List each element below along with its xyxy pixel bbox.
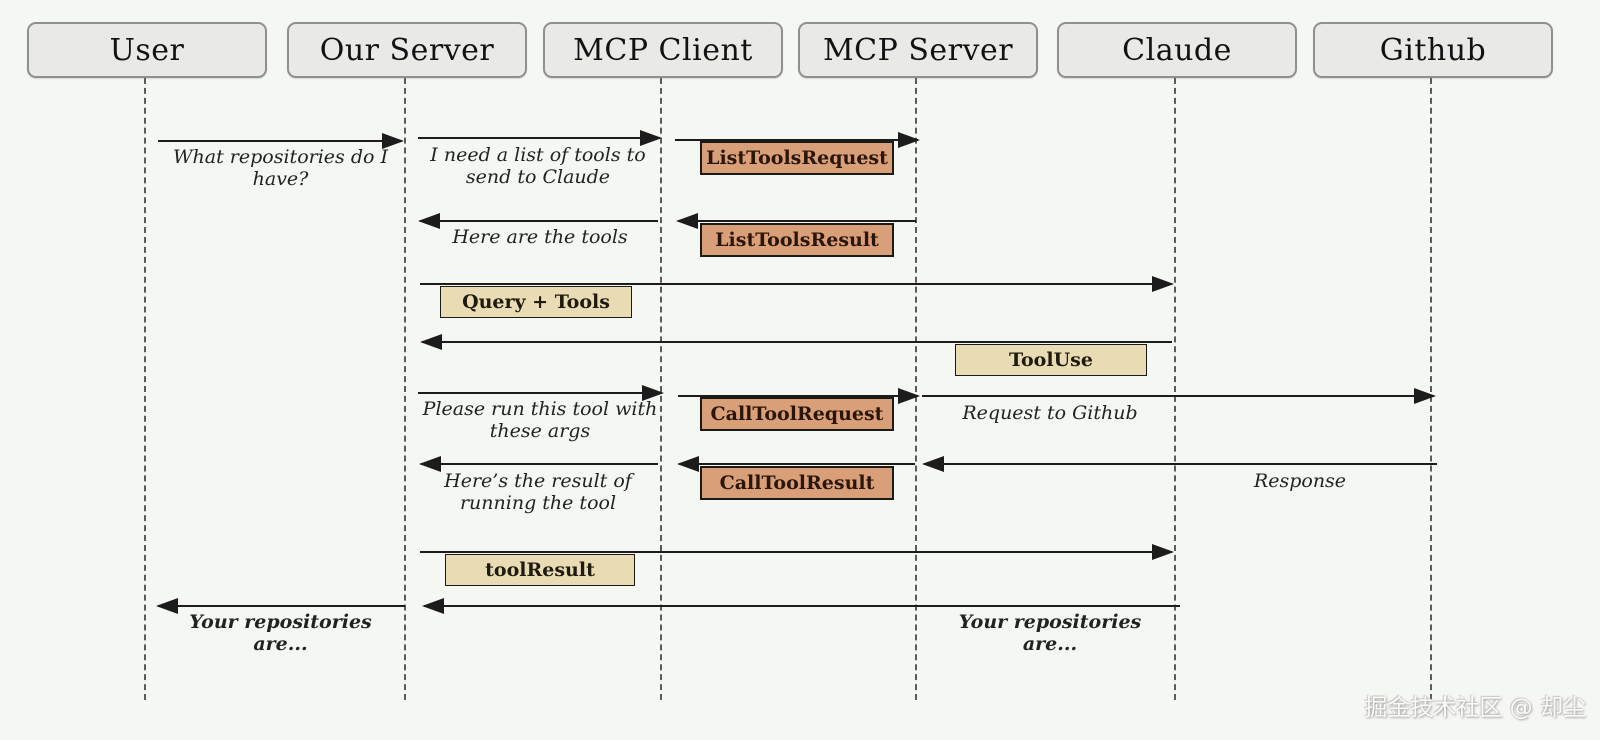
arrow-claude-to-ourserver [420, 334, 1172, 350]
arrowhead-icon [642, 385, 664, 401]
arrowhead-icon [1414, 388, 1436, 404]
message-box-tooluse: ToolUse [955, 344, 1147, 376]
message-request-to-github: Request to Github [962, 402, 1138, 424]
message-heres-the-result: Here’s the result of running the tool [444, 470, 632, 514]
actor-mcp-server: MCP Server [798, 22, 1038, 78]
message-box-query-tools: Query + Tools [440, 286, 632, 318]
actor-mcp-client: MCP Client [543, 22, 783, 78]
actor-user: User [27, 22, 267, 78]
arrowhead-icon [1152, 276, 1174, 292]
watermark: 掘金技术社区 @ 却尘 [1364, 695, 1586, 721]
arrowhead-icon [640, 130, 662, 146]
message-what-repositories: What repositories do I have? [173, 146, 388, 190]
arrow-user-to-ourserver [158, 133, 404, 149]
actor-github: Github [1313, 22, 1553, 78]
arrow-mcpserver-to-mcpclient-result [677, 456, 915, 472]
arrow-mcpclient-to-mcpserver-call [678, 388, 920, 404]
lifeline-claude [1174, 78, 1176, 700]
message-box-toolresult: toolResult [445, 554, 635, 586]
arrow-claude-to-ourserver-final [422, 598, 1180, 614]
lifeline-user [144, 78, 146, 700]
lifeline-our-server [404, 78, 406, 700]
arrow-ourserver-to-user-final [156, 598, 405, 614]
message-your-repositories-left: Your repositories are... [189, 611, 372, 655]
arrow-github-to-mcpserver [922, 456, 1437, 472]
message-here-are-the-tools: Here are the tools [452, 226, 628, 248]
arrowhead-icon [419, 456, 441, 472]
message-box-calltoolrequest: CallToolRequest [700, 397, 894, 431]
arrowhead-icon [420, 334, 442, 350]
arrow-mcpserver-to-github [922, 388, 1436, 404]
message-please-run-tool: Please run this tool with these args [422, 398, 658, 442]
arrow-mcpclient-to-ourserver-result [419, 456, 658, 472]
message-your-repositories-right: Your repositories are... [958, 611, 1142, 655]
arrow-ourserver-to-mcpclient-run [418, 385, 664, 401]
message-box-listtoolsrequest: ListToolsRequest [700, 141, 894, 175]
arrowhead-icon [1152, 544, 1174, 560]
arrow-ourserver-to-claude [420, 276, 1174, 292]
arrowhead-icon [676, 213, 698, 229]
arrowhead-icon [382, 133, 404, 149]
arrowhead-icon [898, 388, 920, 404]
actor-our-server: Our Server [287, 22, 527, 78]
message-box-listtoolsresult: ListToolsResult [700, 223, 894, 257]
message-box-calltoolresult: CallToolResult [700, 466, 894, 500]
arrow-mcpclient-to-ourserver [418, 213, 658, 229]
arrowhead-icon [418, 213, 440, 229]
message-response: Response [1253, 470, 1347, 492]
arrowhead-icon [422, 598, 444, 614]
arrowhead-icon [922, 456, 944, 472]
arrow-ourserver-to-mcpclient [418, 130, 662, 146]
arrowhead-icon [156, 598, 178, 614]
arrow-mcpserver-to-mcpclient [676, 213, 916, 229]
message-need-list-of-tools: I need a list of tools to send to Claude [430, 144, 646, 188]
arrowhead-icon [677, 456, 699, 472]
arrow-mcpclient-to-mcpserver [675, 132, 920, 148]
arrowhead-icon [898, 132, 920, 148]
actor-claude: Claude [1057, 22, 1297, 78]
arrow-ourserver-to-claude-toolresult [420, 544, 1174, 560]
